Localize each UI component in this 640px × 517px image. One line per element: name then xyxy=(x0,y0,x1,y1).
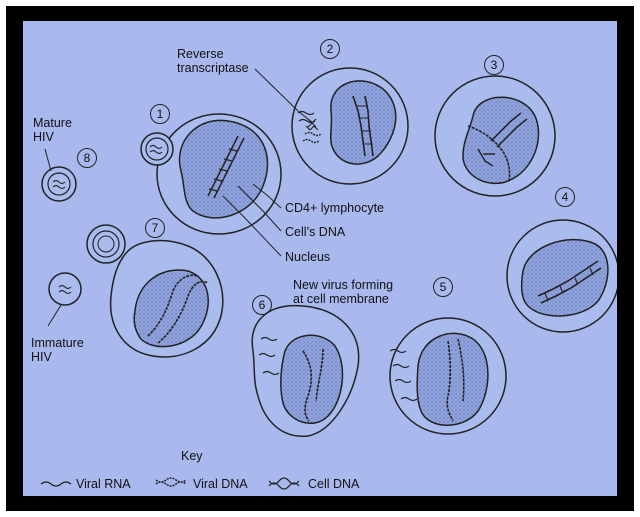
step-7-number: 7 xyxy=(145,218,165,238)
mature-virus xyxy=(41,166,77,202)
step-2-number: 2 xyxy=(320,39,340,59)
step-6-number: 6 xyxy=(252,295,272,315)
step-1-number: 1 xyxy=(150,104,170,124)
cd4-lymphocyte-label: CD4+ lymphocyte xyxy=(285,201,384,215)
new-virus-forming-label: New virus forming at cell membrane xyxy=(293,278,394,306)
key-title: Key xyxy=(181,449,203,463)
diagram-panel: Reverse transcriptase Mature HIV Immatur… xyxy=(23,21,617,496)
viral-dna-symbol xyxy=(155,477,187,487)
cell-7 xyxy=(86,224,224,358)
mature-hiv-label: Mature HIV xyxy=(33,116,72,144)
cell-3 xyxy=(434,75,556,197)
cell-2 xyxy=(291,67,409,185)
virus-attaching xyxy=(140,132,174,166)
step-5-number: 5 xyxy=(433,277,453,297)
key-symbols xyxy=(40,477,300,490)
cell-5 xyxy=(389,317,507,435)
nucleus-label: Nucleus xyxy=(285,250,331,264)
viral-rna-symbol xyxy=(40,481,72,487)
step-4-number: 4 xyxy=(555,187,575,207)
cell-dna-symbol xyxy=(268,477,300,490)
key-viral-dna-label: Viral DNA xyxy=(193,477,248,491)
immature-virus xyxy=(48,272,82,306)
leader-lines xyxy=(44,68,314,327)
cells-dna-label: Cell’s DNA xyxy=(285,225,346,239)
hiv-lifecycle-diagram xyxy=(40,67,617,490)
immature-hiv-label: Immature HIV xyxy=(31,336,84,364)
step-8-number: 8 xyxy=(77,148,97,168)
cell-1 xyxy=(156,113,282,235)
key-viral-rna-label: Viral RNA xyxy=(76,477,131,491)
step-3-number: 3 xyxy=(484,55,504,75)
cell-4 xyxy=(506,219,617,333)
black-border: Reverse transcriptase Mature HIV Immatur… xyxy=(6,6,634,511)
cell-6 xyxy=(251,304,360,437)
key-cell-dna-label: Cell DNA xyxy=(308,477,360,491)
reverse-transcriptase-label: Reverse transcriptase xyxy=(177,47,249,75)
